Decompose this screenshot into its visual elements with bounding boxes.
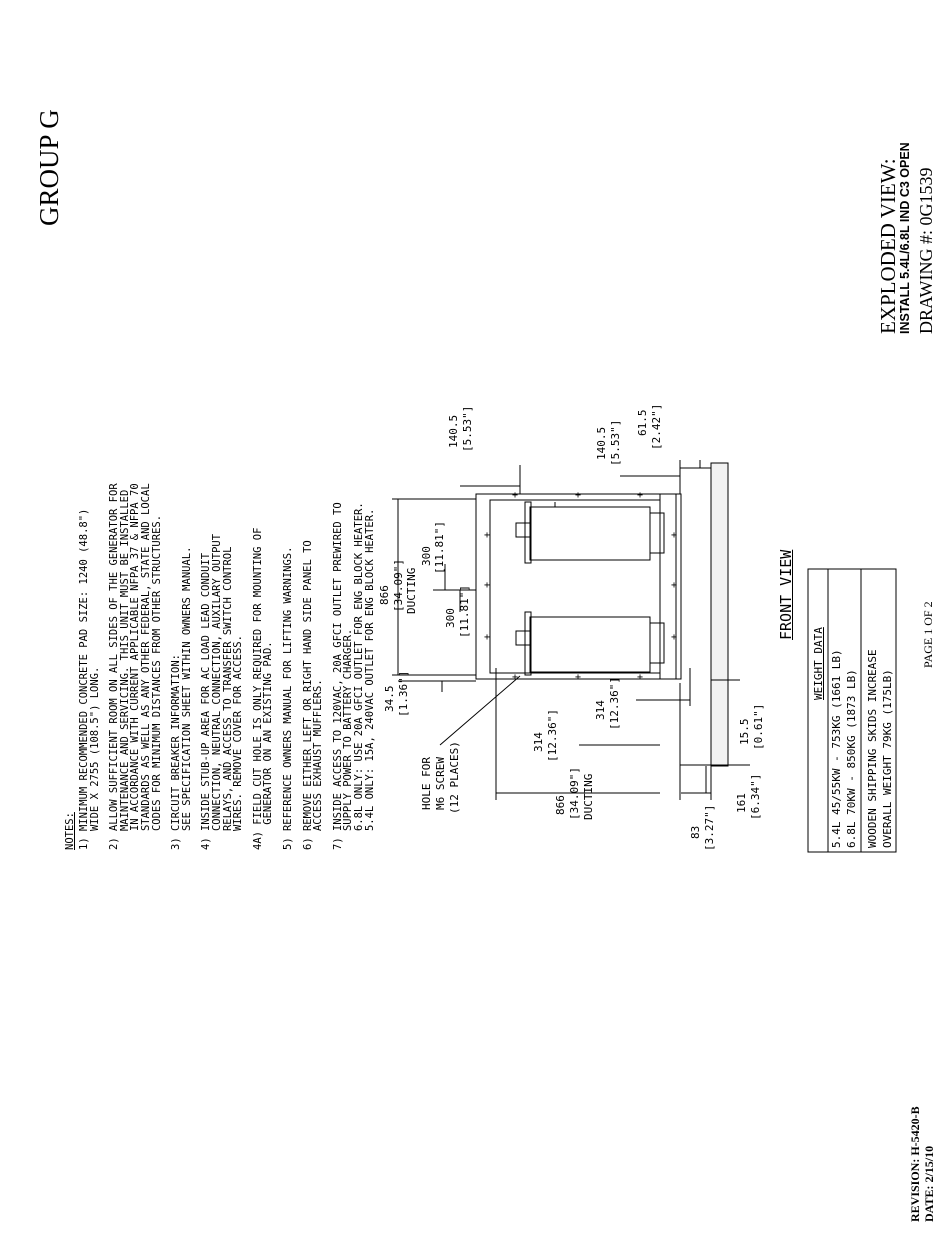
dim-161-in: [6.34"] xyxy=(749,773,762,820)
dim-314-b-in: [12.36"] xyxy=(608,677,621,730)
svg-text:+: + xyxy=(671,632,677,643)
svg-text:+: + xyxy=(484,632,490,643)
hole-callout-2: M6 SCREW xyxy=(434,757,447,810)
concrete-pad xyxy=(710,462,729,767)
enclosure-frame xyxy=(475,493,682,680)
dim-61: 61.5 xyxy=(636,409,649,437)
dim-314-a-in: [12.36"] xyxy=(546,709,559,762)
hole-callout-1: HOLE FOR xyxy=(420,757,433,810)
hole-leader xyxy=(439,675,521,746)
dim-866-top-in: [34.09"] xyxy=(392,559,405,612)
svg-text:+: + xyxy=(512,672,518,683)
dim-300-b: 300 xyxy=(444,608,457,628)
dim-15: 15.5 xyxy=(738,718,751,746)
svg-text:+: + xyxy=(575,672,581,683)
dim-314-b: 314 xyxy=(594,700,607,720)
dim-140-b: 140.5 xyxy=(595,426,608,460)
dim-34-in: [1.36"] xyxy=(397,670,410,717)
dim-161: 161 xyxy=(735,793,748,813)
dim-300-b-in: [11.81"] xyxy=(458,585,471,638)
svg-text:+: + xyxy=(637,490,643,501)
dim-300-a: 300 xyxy=(420,546,433,566)
weight-table-border xyxy=(807,568,897,853)
engine-lower xyxy=(529,616,651,673)
hole-callout-3: (12 PLACES) xyxy=(448,741,461,814)
dim-314-a: 314 xyxy=(532,732,545,752)
dim-61-in: [2.42"] xyxy=(650,403,663,450)
svg-text:+: + xyxy=(671,530,677,541)
dim-866-left: 866 xyxy=(554,795,567,815)
dim-866-top-note: DUCTING xyxy=(405,567,418,614)
dim-300-a-in: [11.81"] xyxy=(433,521,446,574)
dim-140-a-in: [5.53"] xyxy=(461,405,474,452)
svg-text:+: + xyxy=(637,672,643,683)
svg-text:+: + xyxy=(512,490,518,501)
dim-866-left-in: [34.09"] xyxy=(568,767,581,820)
dim-866-left-note: DUCTING xyxy=(582,773,595,820)
dim-866-top: 866 xyxy=(378,585,391,605)
dim-83-in: [3.27"] xyxy=(703,804,716,851)
dim-140-a: 140.5 xyxy=(447,414,460,448)
svg-text:+: + xyxy=(484,580,490,591)
dim-140-b-in: [5.53"] xyxy=(609,419,622,466)
svg-text:+: + xyxy=(484,530,490,541)
svg-text:+: + xyxy=(575,490,581,501)
dim-83: 83 xyxy=(689,825,702,839)
engine-upper xyxy=(529,506,651,561)
dim-15-in: [0.61"] xyxy=(752,703,765,750)
svg-text:+: + xyxy=(671,580,677,591)
dim-34: 34.5 xyxy=(383,685,396,713)
